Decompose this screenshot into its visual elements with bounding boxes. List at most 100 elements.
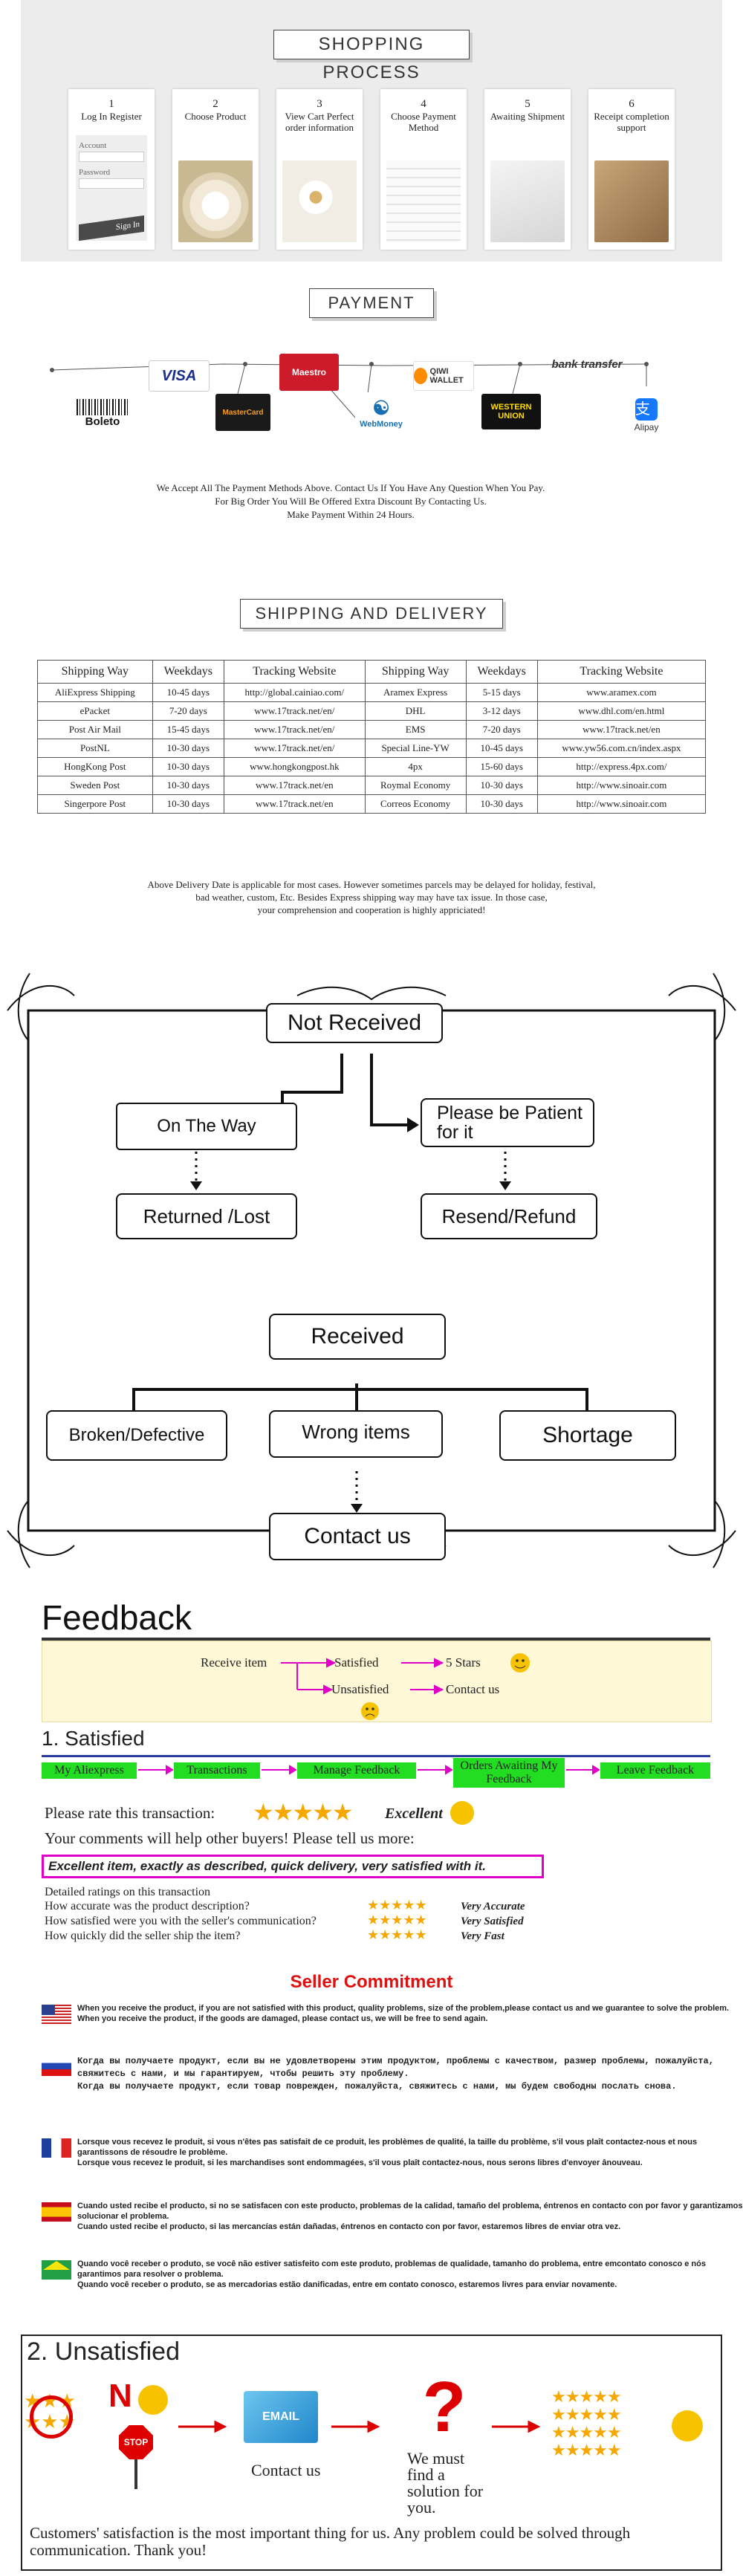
table-cell: Sweden Post (37, 776, 153, 795)
table-cell: 10-30 days (152, 739, 224, 758)
table-cell: AliExpress Shipping (37, 683, 153, 702)
table-cell: www.17track.net/en/ (223, 701, 366, 721)
detail-stars: ★★★★★★★★★★★★★★★ (367, 1898, 427, 1942)
commitment-text: Когда вы получаете продукт, если вы не у… (77, 2056, 714, 2079)
payment-notes: We Accept All The Payment Methods Above.… (0, 481, 701, 522)
step-number: 1 (108, 98, 114, 110)
step-label: Choose Product (184, 111, 247, 122)
table-cell: PostNL (37, 739, 153, 758)
parcel-image (594, 160, 669, 242)
commitment-es: Cuando usted recibe el producto, si no s… (42, 2201, 743, 2232)
table-cell: 5-15 days (465, 683, 538, 702)
commitment-text: Cuando usted recibe el producto, si las … (77, 2222, 621, 2231)
table-cell: 4px (364, 757, 467, 776)
returned-lost-box: Returned /Lost (116, 1193, 297, 1239)
feedback-title: Feedback (42, 1598, 192, 1637)
table-cell: DHL (364, 701, 467, 721)
step-my-aliexpress: My Aliexpress (42, 1762, 137, 1779)
table-cell: Aramex Express (364, 683, 467, 702)
step-number: 5 (525, 98, 531, 110)
shipping-note-line: Above Delivery Date is applicable for mo… (147, 879, 596, 890)
received-box: Received (269, 1314, 446, 1360)
be-patient-box: Please be Patient for it (421, 1098, 594, 1147)
shopping-process-title: SHOPPING PROCESS (273, 30, 470, 82)
contact-us-box: Contact us (269, 1513, 446, 1560)
commitment-ru: Когда вы получаете продукт, если вы не у… (42, 2055, 743, 2093)
brazil-flag-icon (42, 2260, 71, 2280)
solution-caption: We must find a solution for you. (407, 2449, 484, 2517)
detail-question: How accurate was the product description… (45, 1900, 250, 1912)
on-the-way-box: On The Way (116, 1103, 297, 1150)
table-cell: 10-30 days (152, 757, 224, 776)
commitment-text: Lorsque vous recevez le produit, si vous… (77, 2138, 698, 2157)
happy-face-icon (672, 2410, 703, 2442)
unsatisfied-heading: 2. Unsatisfied (27, 2337, 180, 2366)
shipping-note-line: bad weather, custom, Etc. Besides Expres… (195, 892, 548, 903)
step-number: 4 (421, 98, 426, 110)
shortage-box: Shortage (499, 1410, 676, 1461)
step-orders-awaiting: Orders Awaiting My Feedback (453, 1758, 565, 1788)
commitment-text: When you receive the product, if you are… (77, 2004, 730, 2013)
shipping-table: Shipping Way Weekdays Tracking Website S… (37, 660, 707, 814)
table-cell: Correos Economy (364, 794, 467, 814)
table-cell: www.aramex.com (536, 683, 707, 702)
globe-icon: ☯ (372, 396, 390, 419)
table-cell: 10-30 days (465, 776, 538, 795)
table-header-row: Shipping Way Weekdays Tracking Website S… (37, 660, 707, 684)
table-cell: www.hongkongpost.hk (223, 757, 366, 776)
comment-input[interactable]: Excellent item, exactly as described, qu… (42, 1855, 544, 1878)
five-stars-text: 5 Stars (446, 1655, 481, 1670)
not-received-box: Not Received (266, 1003, 443, 1043)
table-cell: 7-20 days (465, 720, 538, 739)
step-choose-payment: 4 Choose Payment Method (380, 89, 467, 250)
step-label: Choose Payment Method (391, 111, 456, 133)
step-choose-product: 2 Choose Product (172, 89, 259, 250)
table-cell: 10-30 days (465, 794, 538, 814)
boleto-logo: Boleto (71, 394, 134, 432)
commitment-pt: Quando você receber o produto, se você n… (42, 2259, 743, 2290)
webmoney-logo: ☯WebMoney (355, 392, 407, 432)
feedback-divider (42, 1638, 710, 1641)
detailed-ratings-title: Detailed ratings on this transaction (45, 1886, 211, 1898)
bank-transfer-logo: bank transfer (551, 357, 623, 371)
step-login: 1 Log In Register Account Password Sign … (68, 89, 155, 250)
account-label: Account (79, 141, 107, 150)
step-manage-feedback: Manage Feedback (297, 1762, 416, 1779)
resend-refund-box: Resend/Refund (421, 1193, 597, 1239)
commitment-text: When you receive the product, if the goo… (77, 2014, 488, 2023)
table-cell: http://www.sinoair.com (536, 776, 707, 795)
table-cell: Roymal Economy (364, 776, 467, 795)
step-number: 6 (629, 98, 635, 110)
comments-prompt: Your comments will help other buyers! Pl… (45, 1829, 415, 1847)
commitment-fr: Lorsque vous recevez le produit, si vous… (42, 2137, 743, 2168)
rate-transaction-text: Please rate this transaction: (45, 1804, 215, 1822)
mastercard-logo: MasterCard (215, 394, 270, 431)
five-star-rows: ★★★★★★★★★★★★★★★★★★★★ (551, 2387, 622, 2459)
stop-sign-icon: STOP (119, 2425, 153, 2459)
commitment-text: Quando você receber o produto, se você n… (77, 2259, 706, 2279)
commitment-en: When you receive the product, if you are… (42, 2003, 743, 2024)
unsatisfied-text: Unsatisfied (331, 1682, 389, 1696)
france-flag-icon (42, 2138, 71, 2158)
flower-product-image (178, 160, 253, 242)
smiley-icon (450, 1801, 474, 1825)
table-cell: HongKong Post (37, 757, 153, 776)
table-cell: http://express.4px.com/ (536, 757, 707, 776)
detail-answer: Very Fast (461, 1930, 504, 1942)
seller-commitment-title: Seller Commitment (290, 1972, 453, 1992)
table-cell: 10-45 days (465, 739, 538, 758)
table-cell: Singerpore Post (37, 794, 153, 814)
payment-title: PAYMENT (309, 288, 434, 318)
no-letter: N (108, 2378, 132, 2414)
payment-form-image (386, 160, 461, 242)
detail-answer: Very Accurate (461, 1901, 525, 1912)
detail-answers: Very Accurate Very Satisfied Very Fast (461, 1899, 525, 1944)
maestro-logo: Maestro (279, 354, 339, 391)
step-label: View Cart Perfect order information (285, 111, 354, 133)
column-header: Tracking Website (223, 660, 366, 684)
shipment-image (490, 160, 565, 242)
